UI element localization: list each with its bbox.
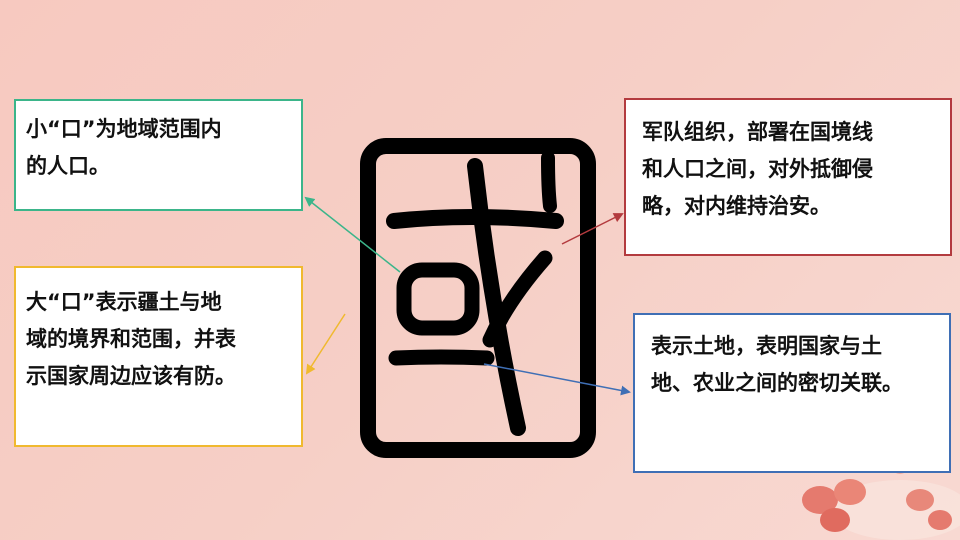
arrow-to-big-mouth [305,313,346,375]
land-line-1: 表示土地，表明国家与土 [651,334,882,358]
army-line-1: 军队组织，部署在国境线 [642,120,873,144]
glyph-top-stroke [386,209,564,229]
glyph-halberd-blade [541,151,557,213]
small-mouth-note: 小“口”为地域范围内 的人口。 [14,99,303,211]
land-note: 表示土地，表明国家与土 地、农业之间的密切关联。 [633,313,951,473]
arrow-to-land [483,363,631,396]
army-line-2: 和人口之间，对外抵御侵 [642,157,873,181]
big-mouth-line-3: 示国家周边应该有防。 [26,364,236,388]
small-mouth-line-2: 的人口。 [26,154,110,178]
glyph-halberd-stroke [467,158,526,436]
big-mouth-line-2: 域的境界和范围，并表 [26,327,236,351]
big-mouth-note: 大“口”表示疆土与地 域的境界和范围，并表 示国家周边应该有防。 [14,266,303,447]
glyph-land-stroke [388,349,495,366]
glyph-small-mouth [396,262,480,336]
army-line-3: 略，对内维持治安。 [642,194,831,218]
land-line-2: 地、农业之间的密切关联。 [651,371,903,395]
big-mouth-line-1: 大“口”表示疆土与地 [26,290,222,314]
army-note: 军队组织，部署在国境线 和人口之间，对外抵御侵 略，对内维持治安。 [624,98,952,256]
arrow-to-small-mouth [304,196,401,273]
arrow-to-army [561,213,624,245]
glyph-outer-border [360,138,596,458]
glyph-halberd-cross [482,250,553,348]
small-mouth-line-1: 小“口”为地域范围内 [26,117,222,141]
